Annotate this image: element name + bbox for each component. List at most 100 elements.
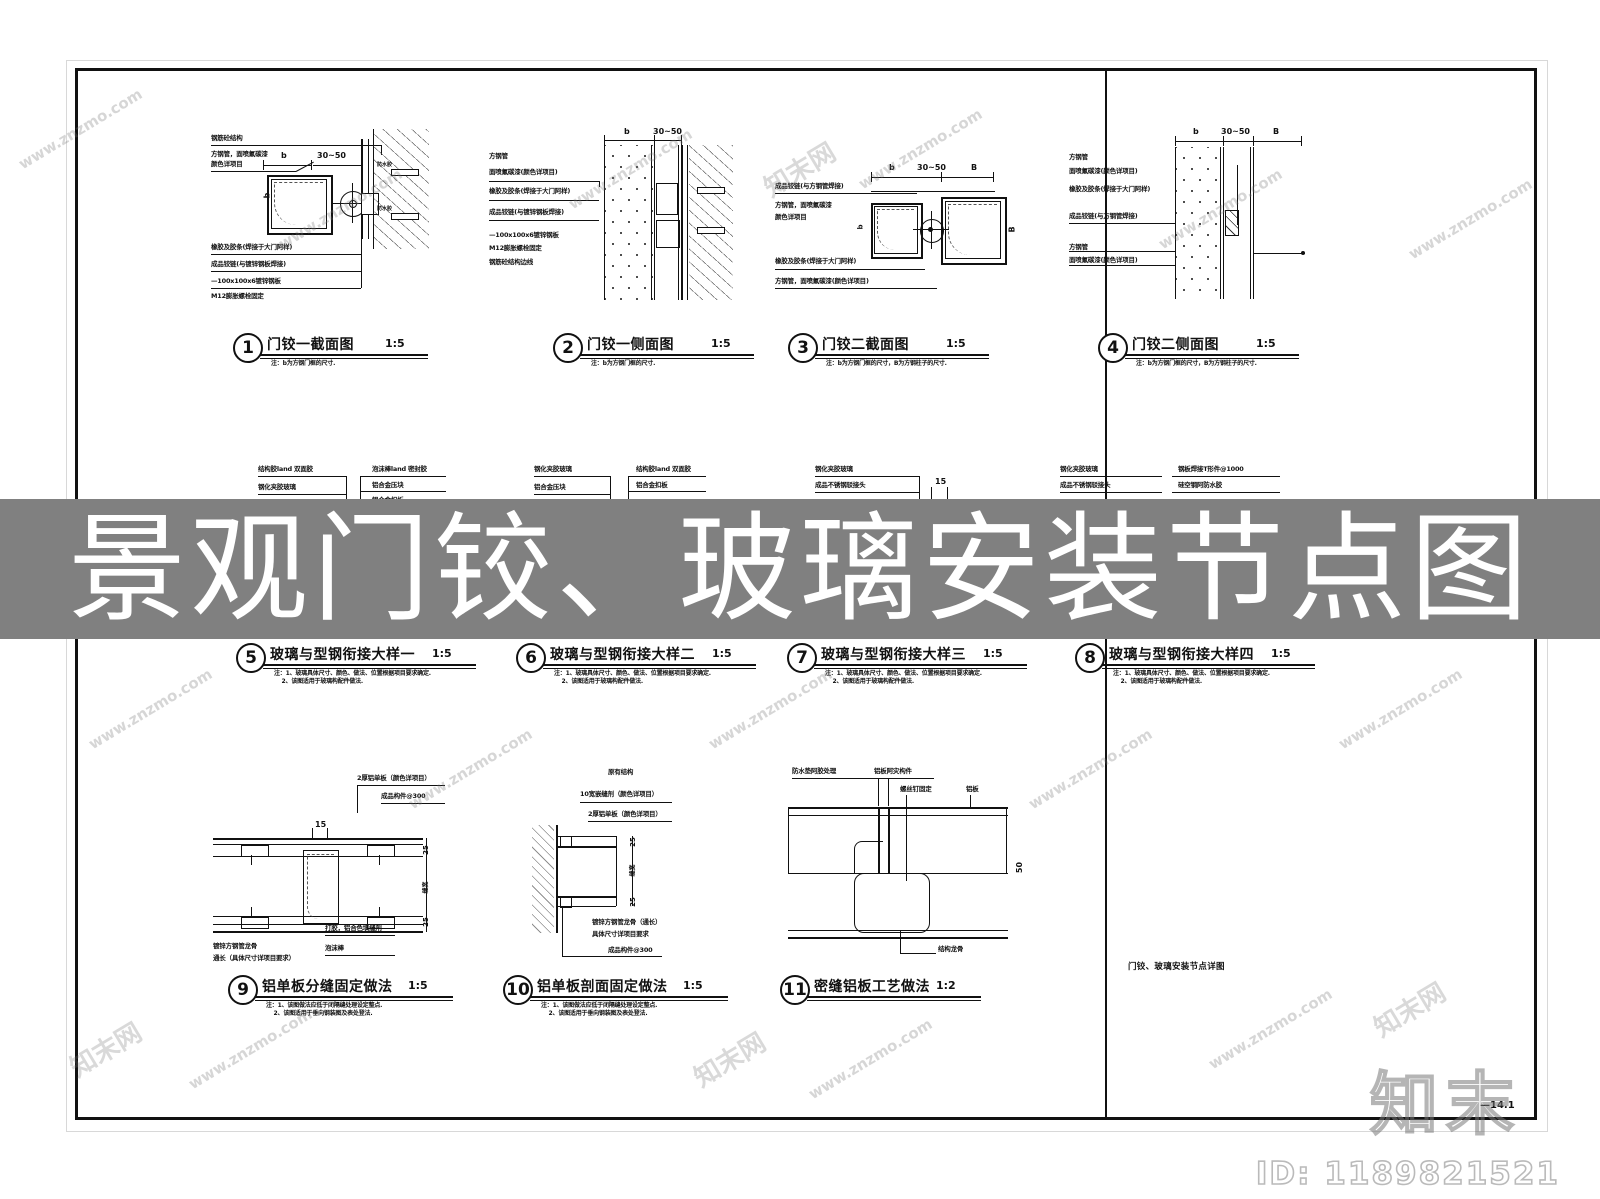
detail-10-label-5: 成品构件@300 bbox=[608, 946, 653, 954]
detail-4-label-2: 橡胶及胶条(焊接于大门阿样) bbox=[1069, 185, 1151, 193]
detail-5-label-7: 颜色详项目 bbox=[226, 575, 258, 583]
detail-4-label-3: 成品铰链(与方钢管焊接) bbox=[1069, 212, 1138, 220]
detail-1-dim-b: b bbox=[281, 151, 287, 160]
detail-9-label-5: 泡沫棒 bbox=[325, 944, 344, 952]
detail-7-drawing: 钢化夹胶玻璃 成品不锈钢驳接头 15 100 结构胶阿防水胶 方钢管，面喷氟碳漆… bbox=[795, 455, 1055, 635]
detail-4-drawing: 方钢管 面喷氟碳漆(颜色详项目) 橡胶及胶条(焊接于大门阿样) 成品铰链(与方钢… bbox=[1065, 125, 1320, 315]
detail-2-label-4: —100x100x6镀锌钢板 bbox=[489, 231, 559, 239]
detail-6-bubble: 6 bbox=[516, 643, 546, 673]
detail-4-label-0: 方钢管 bbox=[1069, 153, 1088, 161]
detail-5-label-3: 铝合金压块 bbox=[372, 481, 404, 489]
detail-10-label-0: 原有结构 bbox=[608, 768, 634, 776]
detail-9-bubble: 9 bbox=[228, 975, 258, 1005]
detail-6-label-6: 颜色详项目 bbox=[506, 575, 538, 583]
detail-2-label-2: 橡胶及胶条(焊接于大门阿样) bbox=[489, 187, 571, 195]
detail-5-note: 注：1、玻璃具体尺寸、颜色、做法、位置根据项目要求确定. 2、该图适用于玻璃构配… bbox=[274, 670, 431, 685]
detail-11-label-2: 螺丝钉固定 bbox=[900, 785, 932, 793]
detail-9-drawing: 2厚铝单板（颜色详项目） 成品构件@300 15 25 25 缝宽 镀锌方钢管龙… bbox=[205, 768, 445, 968]
detail-4-label-1: 面喷氟碳漆(颜色详项目) bbox=[1069, 167, 1138, 175]
detail-6-label-1: 铝合金压块 bbox=[534, 483, 566, 491]
detail-2-drawing: 方钢管 面喷氟碳漆(颜色详项目) 橡胶及胶条(焊接于大门阿样) 成品铰链(与镀锌… bbox=[485, 125, 735, 315]
detail-9-label-0: 2厚铝单板（颜色详项目） bbox=[357, 774, 431, 782]
detail-5-dim-15: 15 bbox=[351, 499, 361, 512]
detail-10-name: 铝单板剖面固定做法 bbox=[537, 979, 668, 995]
detail-3-bubble: 3 bbox=[788, 333, 818, 363]
detail-3-dim-B-vert: B bbox=[1007, 226, 1017, 233]
detail-5-bubble: 5 bbox=[236, 643, 266, 673]
detail-7-label-0: 钢化夹胶玻璃 bbox=[815, 465, 853, 473]
detail-3-dim-b: b bbox=[889, 163, 895, 172]
detail-7-label-4: 颜色详项目 bbox=[797, 596, 829, 604]
detail-10-drawing: 原有结构 10宽嵌缝剂（颜色详项目） 2厚铝单板（颜色详项目） 25 25 缝宽… bbox=[500, 740, 730, 970]
detail-3-label-0: 成品铰链(与方钢管焊接) bbox=[775, 182, 844, 190]
detail-6-label-0: 钢化夹胶玻璃 bbox=[534, 465, 572, 473]
detail-4-bubble: 4 bbox=[1098, 333, 1128, 363]
detail-5-label-0: 结构胶land 双面胶 bbox=[258, 465, 313, 473]
detail-7-label-3: 方钢管，面喷氟碳漆 bbox=[797, 585, 854, 593]
detail-4-dim-B: B bbox=[1273, 127, 1280, 136]
detail-5-scale: 1:5 bbox=[432, 647, 452, 660]
detail-3-note: 注：b为方钢门框的尺寸，B为方钢柱子的尺寸. bbox=[826, 360, 947, 367]
detail-8-note: 注：1、玻璃具体尺寸、颜色、做法、位置根据项目要求确定. 2、该图适用于玻璃构配… bbox=[1113, 670, 1270, 685]
detail-6-name: 玻璃与型钢衔接大样二 bbox=[550, 647, 695, 663]
detail-2-label-6: 钢筋砼结构边线 bbox=[489, 258, 534, 266]
detail-6-scale: 1:5 bbox=[712, 647, 732, 660]
detail-3-scale: 1:5 bbox=[946, 337, 966, 350]
detail-9-note: 注：1、该图做法应低于闭隔缝处理设定整点. 2、该图适用于垂向钢装图及表处登法. bbox=[266, 1002, 383, 1017]
detail-6-note: 注：1、玻璃具体尺寸、颜色、做法、位置根据项目要求确定. 2、该图适用于玻璃构配… bbox=[554, 670, 711, 685]
detail-5-drawing: 结构胶land 双面胶 钢化夹胶玻璃 泡沫棒land 密封胶 铝合金压块 铝合金… bbox=[200, 455, 470, 635]
detail-6-label-4: M8x30 不锈钢螺钉 bbox=[506, 543, 563, 551]
detail-10-note: 注：1、该图做法应低于闭隔缝处理设定整点. 2、该图适用于垂向钢装图及表处登法. bbox=[541, 1002, 658, 1017]
detail-3-drawing: 成品铰链(与方钢管焊接) 方钢管，面喷氟碳漆 颜色详项目 橡胶及胶条(焊接于大门… bbox=[775, 125, 1035, 315]
detail-2-label-0: 方钢管 bbox=[489, 152, 508, 160]
detail-11-label-1: 铝板阿灾构件 bbox=[874, 767, 912, 775]
detail-9-label-4: 打胶，铝合色填缝剂 bbox=[325, 924, 382, 932]
detail-1-label-3: 橡胶及胶条(焊接于大门阿样) bbox=[211, 243, 293, 251]
detail-4-label-4: 方钢管 bbox=[1069, 243, 1088, 251]
detail-8-bubble: 8 bbox=[1075, 643, 1105, 673]
detail-2-label-5: M12膨胀螺栓固定 bbox=[489, 244, 542, 252]
detail-1-bubble: 1 bbox=[233, 333, 263, 363]
detail-9-dim-width: 缝宽 bbox=[421, 881, 430, 893]
detail-1-name: 门铰一截面图 bbox=[267, 337, 354, 353]
detail-4-dim-gap: 30~50 bbox=[1221, 127, 1250, 136]
title-block-label: 门铰、玻璃安装节点详图 bbox=[1128, 962, 1225, 972]
detail-7-label-1: 成品不锈钢驳接头 bbox=[815, 481, 866, 489]
detail-8-dim-25: 25 bbox=[1172, 532, 1181, 542]
detail-11-bubble: 11 bbox=[780, 975, 810, 1005]
detail-7-name: 玻璃与型钢衔接大样三 bbox=[821, 647, 966, 663]
detail-7-dim-15: 15 bbox=[935, 477, 947, 486]
detail-6-label-2: 结构胶land 双面胶 bbox=[636, 465, 691, 473]
detail-7-scale: 1:5 bbox=[983, 647, 1003, 660]
detail-10-scale: 1:5 bbox=[683, 979, 703, 992]
detail-5-name: 玻璃与型钢衔接大样一 bbox=[270, 647, 415, 663]
detail-7-note: 注：1、玻璃具体尺寸、颜色、做法、位置根据项目要求确定. 2、该图适用于玻璃构配… bbox=[825, 670, 982, 685]
detail-6-label-3: 铝合金扣板 bbox=[636, 481, 668, 489]
detail-3-label-3: 橡胶及胶条(焊接于大门阿样) bbox=[775, 257, 857, 265]
detail-10-bubble: 10 bbox=[503, 975, 533, 1005]
detail-2-note: 注：b为方钢门框的尺寸. bbox=[591, 360, 656, 367]
detail-5-label-2: 泡沫棒land 密封胶 bbox=[372, 465, 427, 473]
detail-1-dim-gap: 30~50 bbox=[317, 151, 346, 160]
detail-1-label-6: M12膨胀螺栓固定 bbox=[211, 292, 264, 300]
detail-8-name: 玻璃与型钢衔接大样四 bbox=[1109, 647, 1254, 663]
detail-2-scale: 1:5 bbox=[711, 337, 731, 350]
detail-5-label-4: 铝合金扣板 bbox=[372, 496, 404, 504]
detail-11-label-4: 结构龙骨 bbox=[938, 945, 964, 953]
detail-4-name: 门铰二侧面图 bbox=[1132, 337, 1219, 353]
detail-10-label-2: 2厚铝单板（颜色详项目） bbox=[588, 810, 662, 818]
sheet-page-number: —14.1 bbox=[1480, 1100, 1515, 1111]
detail-2-label-1: 面喷氟碳漆(颜色详项目) bbox=[489, 168, 558, 176]
detail-4-label-5: 面喷氟碳漆(颜色详项目) bbox=[1069, 256, 1138, 264]
detail-11-label-3: 铝板 bbox=[966, 785, 979, 793]
detail-9-dim-15: 15 bbox=[315, 820, 327, 829]
detail-8-dim-15: 15 bbox=[1182, 499, 1194, 508]
detail-8-label-5: 面喷氟碳漆（颜色详项目） bbox=[1142, 588, 1218, 596]
detail-4-note: 注：b为方钢门框的尺寸，B为方钢柱子的尺寸. bbox=[1136, 360, 1257, 367]
detail-6-drawing: 钢化夹胶玻璃 铝合金压块 结构胶land 双面胶 铝合金扣板 25 M8x30 … bbox=[500, 455, 760, 635]
detail-2-bubble: 2 bbox=[553, 333, 583, 363]
detail-8-drawing: 钢化夹胶玻璃 成品不锈钢驳接头 钢板焊接T形件@1000 硅空钢阿防水胶 15 … bbox=[1060, 455, 1330, 635]
detail-7-label-2: 结构胶阿防水胶 bbox=[797, 571, 842, 579]
detail-5-label-1: 钢化夹胶玻璃 bbox=[258, 483, 296, 491]
detail-1-label-5: —100x100x6镀锌钢板 bbox=[211, 277, 281, 285]
